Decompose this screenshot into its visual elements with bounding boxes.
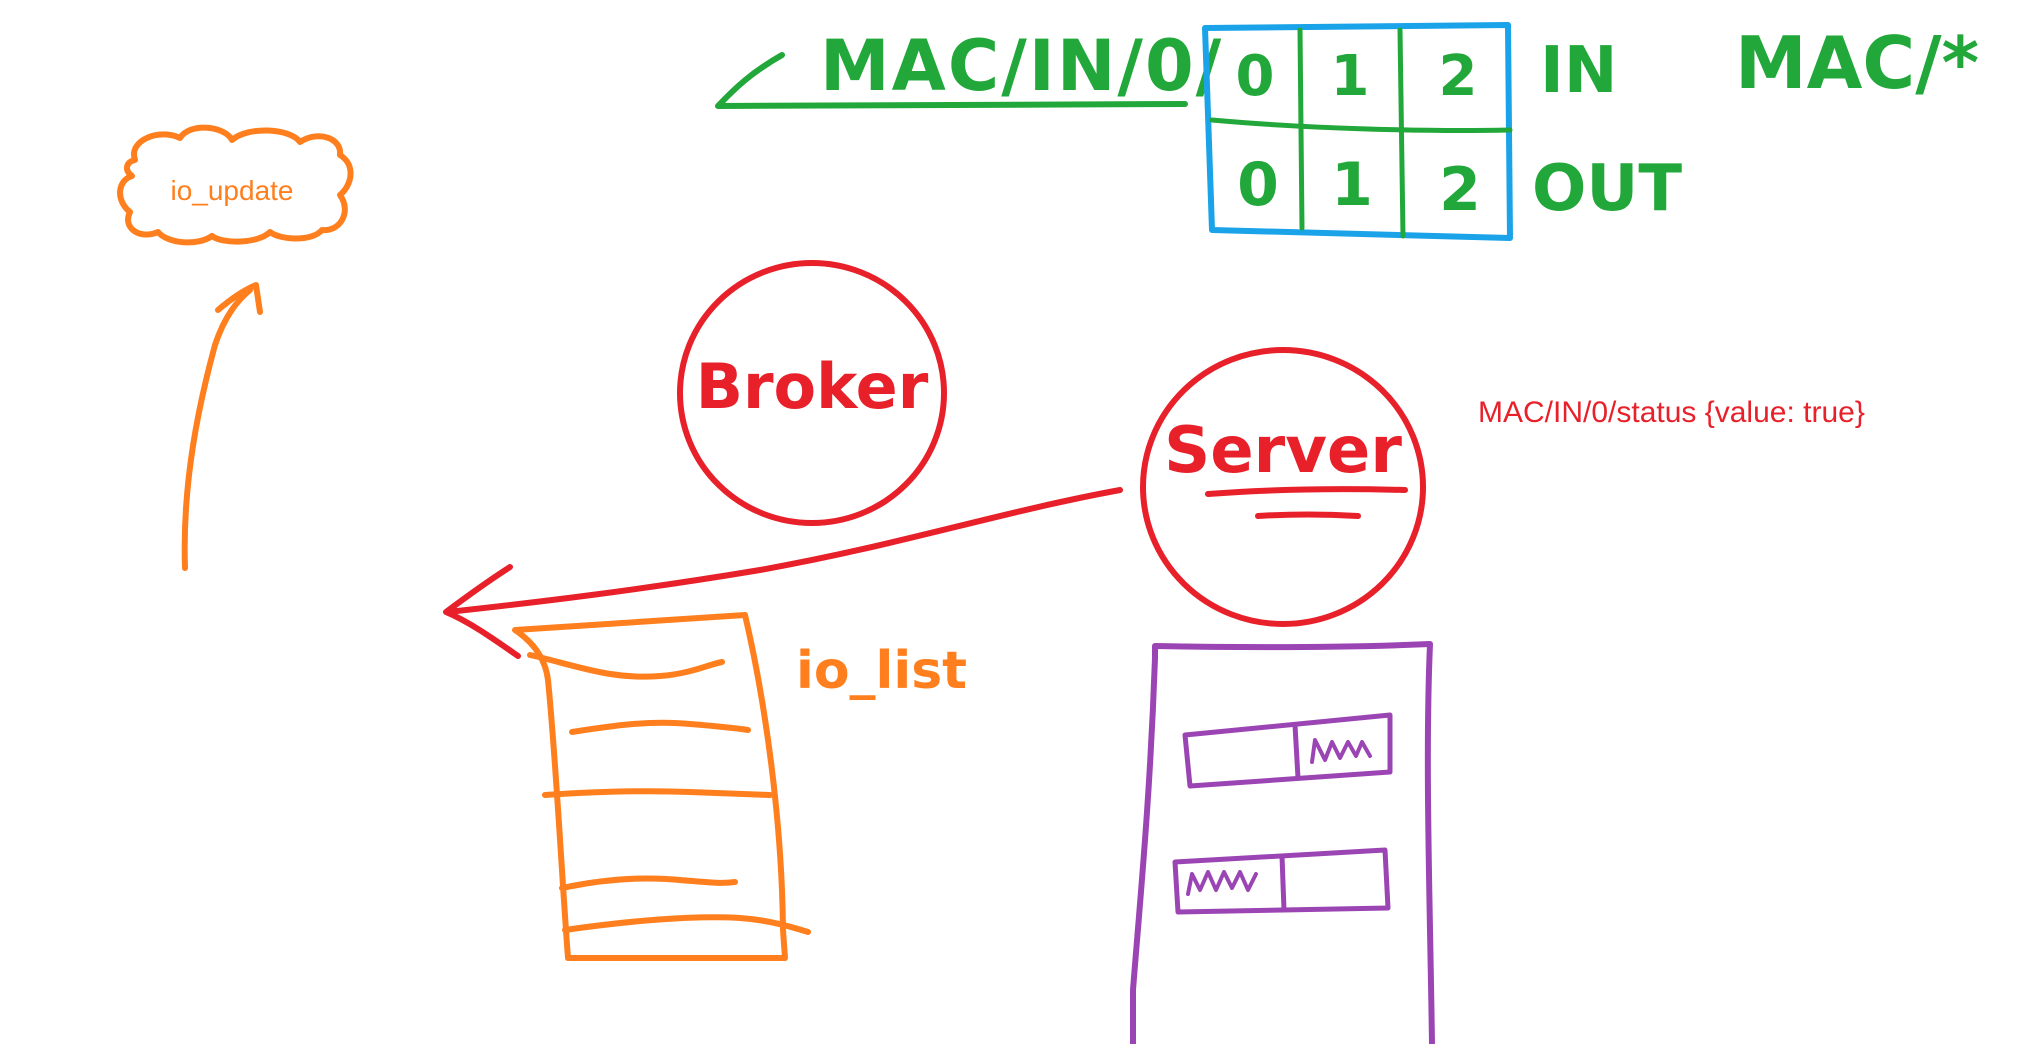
server-to-list-arrow	[443, 487, 1123, 659]
topic-arrow-line	[715, 52, 1188, 109]
wildcard-topic-text: MAC/*	[1735, 21, 1979, 105]
io-update-cloud: io_update	[117, 124, 354, 246]
broker-label: Broker	[696, 350, 929, 423]
io-update-arrow	[181, 282, 263, 571]
server-underline-1	[1205, 486, 1408, 497]
io-list-label: io_list	[796, 641, 967, 701]
topic-table-vline-2	[1397, 27, 1406, 239]
topic-table-out-cell-0: 0	[1237, 150, 1279, 220]
topic-table-in-cell-2: 2	[1439, 44, 1478, 109]
server-to-list-arrow-shaft	[445, 487, 1123, 615]
server-label: Server	[1164, 414, 1402, 488]
server-to-list-arrow-head	[443, 564, 521, 659]
io-update-cloud-outline	[117, 124, 354, 246]
io-list-row-3	[542, 788, 773, 798]
io-list-document: io_list	[512, 612, 967, 961]
message-text: MAC/IN/0/status {value: true}	[1478, 396, 1865, 429]
switch-lower-divider	[1279, 853, 1287, 913]
io-update-arrow-head	[215, 282, 263, 315]
topic-table-out-cell-2: 2	[1439, 155, 1481, 225]
topic-table-in-cell-0: 0	[1236, 44, 1275, 109]
server-circle	[1140, 347, 1426, 627]
switch-lower-knob	[1186, 870, 1258, 896]
topic-table-border	[1202, 22, 1513, 241]
switch-upper-divider	[1292, 722, 1301, 781]
io-update-label: io_update	[170, 175, 293, 206]
server-node: Server	[1140, 347, 1426, 627]
server-tower-outline	[1130, 641, 1435, 1044]
server-underline-2	[1255, 511, 1361, 519]
topic-prefix-text: MAC/IN/0/	[820, 25, 1223, 107]
topic-table-in-cell-1: 1	[1331, 44, 1370, 109]
topic-table-vline-1	[1297, 27, 1305, 231]
switch-icon-lower	[1172, 847, 1391, 915]
topic-table-hline	[1209, 117, 1513, 134]
server-tower	[1130, 641, 1435, 1044]
io-list-outline	[512, 612, 788, 961]
io-list-row-4	[559, 875, 738, 891]
switch-icon-upper	[1182, 712, 1393, 789]
topic-prefix-group: MAC/IN/0/	[715, 25, 1223, 109]
broker-circle	[677, 260, 947, 526]
broker-node: Broker	[677, 260, 947, 526]
switch-upper-knob	[1310, 738, 1372, 764]
switch-upper-box	[1182, 712, 1393, 789]
io-update-arrow-shaft	[181, 287, 253, 571]
io-list-row-5	[562, 914, 811, 935]
topic-table-out-cell-1: 1	[1331, 150, 1373, 220]
switch-lower-box	[1172, 847, 1391, 915]
io-list-row-1	[527, 652, 725, 680]
topic-table-out-label: OUT	[1532, 152, 1682, 226]
topic-table: 0 1 2 0 1 2 IN OUT	[1202, 22, 1682, 241]
io-list-row-2	[569, 719, 751, 735]
topic-table-in-label: IN	[1540, 34, 1617, 108]
